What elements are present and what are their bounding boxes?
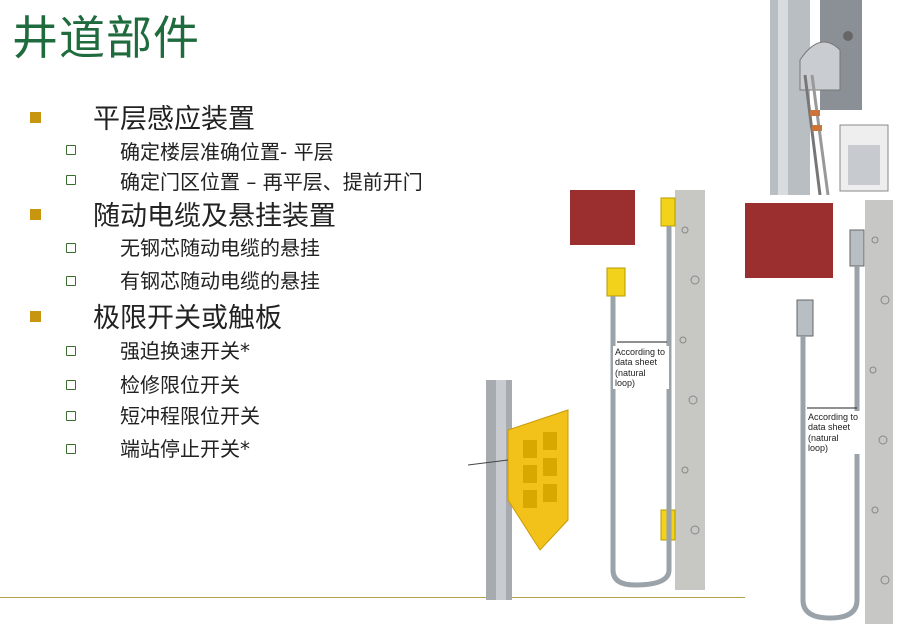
bullet-level2: 端站停止开关* bbox=[120, 437, 250, 461]
bullet-level1: 平层感应装置 bbox=[93, 104, 255, 135]
sub-bullet-box-icon bbox=[66, 175, 76, 185]
sub-bullet-box-icon bbox=[66, 276, 76, 286]
slide-title: 井道部件 bbox=[12, 11, 200, 65]
sub-bullet-box-icon bbox=[66, 380, 76, 390]
diagram-label: According to data sheet (natural loop) bbox=[613, 346, 669, 390]
bullet-level2: 确定门区位置 – 再平层、提前开门 bbox=[120, 170, 423, 194]
sub-bullet-box-icon bbox=[66, 243, 76, 253]
bullet-square-icon bbox=[30, 112, 41, 123]
travelling-cable-diagram-no-steel-core bbox=[570, 190, 705, 590]
sub-bullet-box-icon bbox=[66, 444, 76, 454]
bullet-level2: 确定楼层准确位置- 平层 bbox=[120, 140, 334, 164]
cable-hanger-photo bbox=[770, 0, 889, 195]
bullet-square-icon bbox=[30, 311, 41, 322]
sub-bullet-box-icon bbox=[66, 145, 76, 155]
bullet-level1: 极限开关或触板 bbox=[93, 303, 282, 334]
bullet-level1: 随动电缆及悬挂装置 bbox=[93, 201, 336, 232]
bullet-square-icon bbox=[30, 209, 41, 220]
sub-bullet-box-icon bbox=[66, 411, 76, 421]
diagram-label: According to data sheet (natural loop) bbox=[806, 411, 862, 455]
bullet-level2: 强迫换速开关* bbox=[120, 339, 250, 363]
bullet-level2: 有钢芯随动电缆的悬挂 bbox=[120, 269, 320, 293]
travelling-cable-diagram-steel-core bbox=[745, 200, 893, 624]
sub-bullet-box-icon bbox=[66, 346, 76, 356]
bullet-level2: 无钢芯随动电缆的悬挂 bbox=[120, 236, 320, 260]
bullet-level2: 检修限位开关 bbox=[120, 373, 240, 397]
limit-switch-ramp-illustration bbox=[468, 380, 569, 600]
bullet-level2: 短冲程限位开关 bbox=[120, 404, 260, 428]
footer-rule bbox=[0, 597, 745, 598]
